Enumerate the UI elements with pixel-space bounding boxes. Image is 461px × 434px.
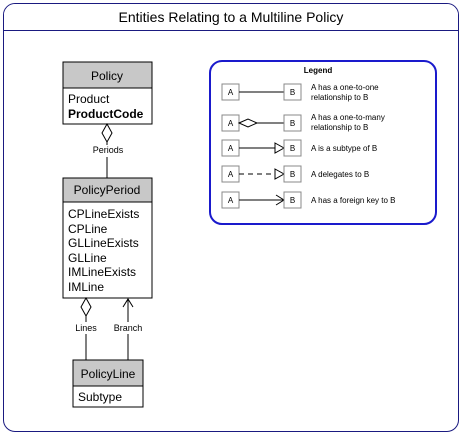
legend-box-b xyxy=(283,139,302,157)
legend-box-b xyxy=(283,165,302,183)
foreign-key-arrowhead xyxy=(122,298,134,308)
legend-b: B xyxy=(290,196,295,205)
legend-desc: A is a subtype of B xyxy=(311,144,377,153)
entity-policy: Policy Product ProductCode xyxy=(62,61,153,125)
entity-policy-body xyxy=(62,87,153,125)
entity-policy-period-attr: GLLine xyxy=(68,251,107,265)
legend-item-one-to-one: A B A has a one-to-one relationship to B xyxy=(221,83,379,102)
entity-policy-line-body xyxy=(72,385,144,408)
legend-box-b xyxy=(283,83,302,101)
legend-item-subtype: A B A is a subtype of B xyxy=(221,139,377,157)
legend-a: A xyxy=(228,119,234,128)
relationship-branch: Branch xyxy=(114,298,143,360)
legend-a: A xyxy=(228,196,234,205)
entity-policy-period: PolicyPeriod CPLineExists CPLine GLLineE… xyxy=(62,177,153,299)
entity-policy-period-name: PolicyPeriod xyxy=(74,183,141,197)
legend-desc: A has a foreign key to B xyxy=(311,196,396,205)
relationship-label-branch: Branch xyxy=(114,323,143,333)
relationship-lines: Lines xyxy=(75,296,97,360)
entity-policy-period-attr: IMLineExists xyxy=(68,265,136,279)
entity-policy-line-name: PolicyLine xyxy=(81,367,136,381)
subtype-arrowhead xyxy=(274,142,286,154)
entity-policy-period-attr: GLLineExists xyxy=(68,236,139,250)
legend-box-b xyxy=(283,114,302,132)
legend-desc: relationship to B xyxy=(311,123,368,132)
legend-title: Legend xyxy=(304,66,333,75)
legend-item-one-to-many: A B A has a one-to-many relationship to … xyxy=(221,113,385,132)
entity-policy-attr: Product xyxy=(68,92,110,106)
legend-a: A xyxy=(228,144,234,153)
legend-b: B xyxy=(290,119,295,128)
legend-item-foreign-key: A B A has a foreign key to B xyxy=(221,191,396,209)
entity-policy-line: PolicyLine Subtype xyxy=(72,359,144,408)
legend-desc: relationship to B xyxy=(311,93,368,102)
legend-box xyxy=(209,60,437,225)
legend-a: A xyxy=(228,88,234,97)
title-bar: Entities Relating to a Multiline Policy xyxy=(4,4,458,31)
entity-policy-name: Policy xyxy=(91,69,123,83)
relationship-periods: Periods xyxy=(93,122,124,178)
legend-b: B xyxy=(290,144,295,153)
relationship-label-periods: Periods xyxy=(93,145,124,155)
entity-policy-period-body xyxy=(62,201,153,299)
entity-policy-period-attr: CPLineExists xyxy=(68,207,139,221)
entity-policy-period-attr: CPLine xyxy=(68,222,108,236)
one-to-many-diamond xyxy=(101,122,113,144)
legend-b: B xyxy=(290,170,295,179)
entity-policy-attr: ProductCode xyxy=(68,107,144,121)
legend-a: A xyxy=(228,170,234,179)
relationship-label-lines: Lines xyxy=(75,323,97,333)
one-to-many-diamond xyxy=(80,296,92,318)
legend-item-delegates: A B A delegates to B xyxy=(221,165,369,183)
legend-box-b xyxy=(283,191,302,209)
legend-desc: A delegates to B xyxy=(311,170,369,179)
legend-b: B xyxy=(290,88,295,97)
legend-desc: A has a one-to-one xyxy=(311,83,379,92)
entity-policy-period-attr: IMLine xyxy=(68,280,104,294)
entity-policy-line-attr: Subtype xyxy=(78,390,122,404)
delegates-arrowhead xyxy=(274,168,286,180)
legend: Legend A B A has a one-to-one relationsh… xyxy=(209,60,437,225)
legend-desc: A has a one-to-many xyxy=(311,113,385,122)
diagram-title: Entities Relating to a Multiline Policy xyxy=(118,9,344,25)
